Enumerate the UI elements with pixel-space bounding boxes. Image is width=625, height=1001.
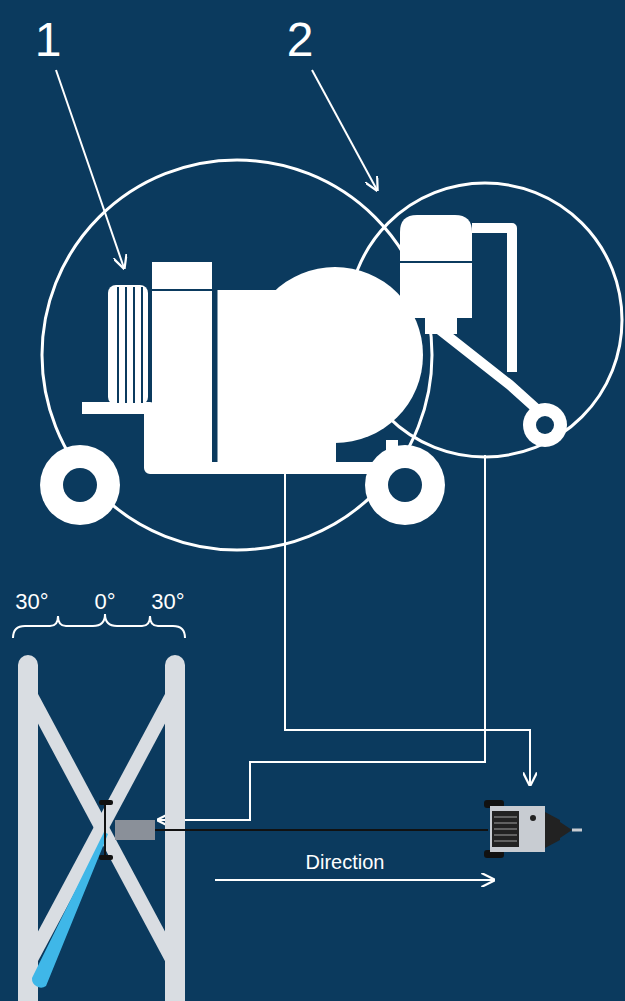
pump-unit <box>400 215 567 447</box>
pipe-frame <box>28 665 175 1001</box>
leader-line <box>312 70 377 190</box>
crawler-robot <box>484 800 582 858</box>
water-jet <box>32 832 108 988</box>
cart-machine <box>40 262 445 525</box>
leader-line <box>56 70 124 268</box>
callout-number: 2 <box>287 16 314 64</box>
callout-number: 1 <box>35 16 62 64</box>
direction-arrow <box>215 879 494 881</box>
nozzle-head <box>99 800 155 860</box>
angle-label: 30° <box>15 591 48 613</box>
hose-line <box>285 470 530 785</box>
hose-line <box>158 455 485 820</box>
direction-label: Direction <box>306 852 385 872</box>
angle-bracket <box>13 614 185 638</box>
angle-label: 0° <box>94 591 115 613</box>
angle-label: 30° <box>151 591 184 613</box>
cable <box>155 829 488 831</box>
